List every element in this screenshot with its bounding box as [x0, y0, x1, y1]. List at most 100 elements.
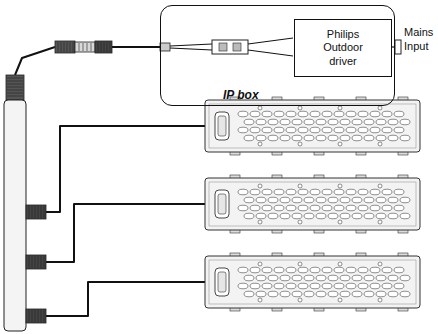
- connector-ridge: [29, 256, 30, 268]
- led-lens: [250, 283, 260, 289]
- led-lens: [394, 189, 404, 195]
- led-lens: [370, 127, 380, 133]
- led-lens: [334, 205, 344, 211]
- led-lens: [400, 275, 410, 281]
- cable: [46, 126, 205, 212]
- led-lens: [346, 267, 356, 273]
- led-lens: [352, 275, 362, 281]
- connector-body: [26, 255, 46, 269]
- led-lens: [340, 135, 350, 141]
- connector-ridge: [7, 96, 23, 97]
- led-lens: [364, 291, 374, 297]
- led-lens: [286, 127, 296, 133]
- led-lens: [376, 135, 386, 141]
- connector-ridge: [29, 310, 30, 322]
- led-lens: [400, 197, 410, 203]
- screw-hole: [338, 106, 342, 110]
- led-lens: [352, 135, 362, 141]
- led-lens: [286, 205, 296, 211]
- led-lens: [316, 213, 326, 219]
- connector-ridge: [70, 42, 71, 52]
- led-lens: [328, 213, 338, 219]
- screw-hole: [338, 142, 342, 146]
- led-lens: [280, 275, 290, 281]
- screw-hole: [298, 298, 302, 302]
- led-lens: [286, 283, 296, 289]
- led-lens: [250, 111, 260, 117]
- module-board: [205, 178, 420, 230]
- led-lens: [250, 127, 260, 133]
- led-lens: [346, 205, 356, 211]
- led-lens: [274, 283, 284, 289]
- enclosure-label: IP box: [223, 88, 259, 102]
- led-lens: [304, 119, 314, 125]
- module-connector: [215, 190, 229, 218]
- led-lens: [340, 291, 350, 297]
- connector-ridge: [64, 42, 65, 52]
- led-lens: [376, 119, 386, 125]
- led-lens: [292, 197, 302, 203]
- led-lens: [376, 213, 386, 219]
- connector-ridge: [44, 206, 45, 218]
- led-lens: [280, 291, 290, 297]
- led-lens: [268, 135, 278, 141]
- led-lens: [364, 275, 374, 281]
- led-lens: [274, 267, 284, 273]
- led-lens: [328, 135, 338, 141]
- connector-ridge: [7, 93, 23, 94]
- led-lens: [316, 275, 326, 281]
- led-lens: [322, 283, 332, 289]
- led-lens: [394, 205, 404, 211]
- led-lens: [328, 275, 338, 281]
- led-lens: [292, 291, 302, 297]
- led-lens: [298, 189, 308, 195]
- cable: [46, 204, 205, 262]
- cable: [46, 282, 205, 316]
- splitter-body: [4, 100, 26, 331]
- connector-ridge: [29, 206, 30, 218]
- led-lens: [316, 119, 326, 125]
- led-lens: [256, 119, 266, 125]
- led-lens: [250, 189, 260, 195]
- connector-ridge: [67, 42, 68, 52]
- screw-hole: [298, 262, 302, 266]
- led-lens: [394, 127, 404, 133]
- led-lens: [310, 205, 320, 211]
- led-lens: [310, 127, 320, 133]
- led-lens: [322, 127, 332, 133]
- led-lens: [376, 197, 386, 203]
- led-lens: [334, 267, 344, 273]
- wire: [248, 50, 293, 56]
- connector-ridge: [101, 42, 102, 52]
- connector-body: [26, 309, 46, 323]
- led-lens: [244, 135, 254, 141]
- screw-hole: [258, 298, 262, 302]
- screw-hole: [338, 220, 342, 224]
- led-lens: [358, 127, 368, 133]
- led-lens: [274, 127, 284, 133]
- module-inner: [209, 260, 416, 304]
- led-lens: [238, 111, 248, 117]
- led-lens: [382, 283, 392, 289]
- wire: [170, 44, 212, 46]
- led-lens: [400, 119, 410, 125]
- connector-ridge: [41, 310, 42, 322]
- led-lens: [256, 275, 266, 281]
- led-lens: [334, 283, 344, 289]
- screw-hole: [378, 262, 382, 266]
- cable: [15, 47, 55, 75]
- box-label: Philips Outdoor driver: [314, 28, 372, 68]
- led-lens: [358, 283, 368, 289]
- screw-hole: [258, 106, 262, 110]
- screw-hole: [298, 142, 302, 146]
- led-lens: [310, 111, 320, 117]
- connector-body: [55, 41, 75, 53]
- led-lens: [352, 197, 362, 203]
- module-connector: [215, 112, 229, 140]
- led-lens: [388, 275, 398, 281]
- screw-hole: [258, 262, 262, 266]
- led-lens: [238, 189, 248, 195]
- led-lens: [250, 205, 260, 211]
- led-lens: [244, 275, 254, 281]
